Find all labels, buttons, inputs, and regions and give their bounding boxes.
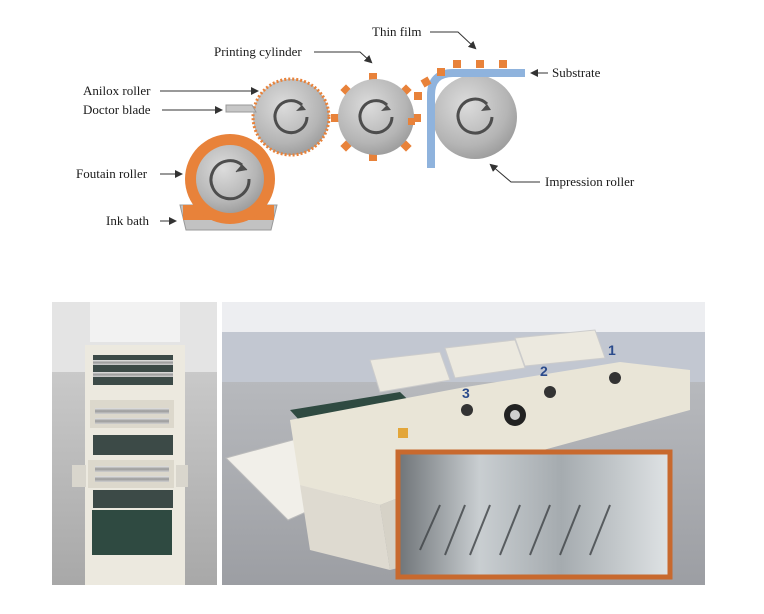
label-fountain-roller: Foutain roller [76, 166, 148, 181]
printed-film-squares [414, 60, 507, 100]
label-ink-bath: Ink bath [106, 213, 149, 228]
anilox-roller [251, 77, 331, 157]
leader-lines [160, 31, 548, 225]
doctor-blade [225, 104, 257, 113]
printing-cylinder [331, 73, 421, 161]
station-number-1: 1 [608, 342, 616, 358]
label-impression-roller: Impression roller [545, 174, 635, 189]
label-printing-cylinder: Printing cylinder [214, 44, 302, 59]
label-anilox-roller: Anilox roller [83, 83, 151, 98]
label-doctor-blade: Doctor blade [83, 102, 151, 117]
photo-top-view [52, 302, 217, 585]
station-number-2: 2 [540, 363, 548, 379]
label-substrate: Substrate [552, 65, 601, 80]
fountain-roller [185, 134, 275, 224]
printed-film-inset [395, 449, 673, 580]
substrate [427, 69, 525, 168]
machine-photos: 1 2 3 [52, 302, 705, 585]
station-number-3: 3 [462, 385, 470, 401]
impression-roller [433, 75, 517, 159]
flexographic-printing-diagram: Thin film Printing cylinder Substrate An… [76, 24, 635, 231]
label-thin-film: Thin film [372, 24, 421, 39]
